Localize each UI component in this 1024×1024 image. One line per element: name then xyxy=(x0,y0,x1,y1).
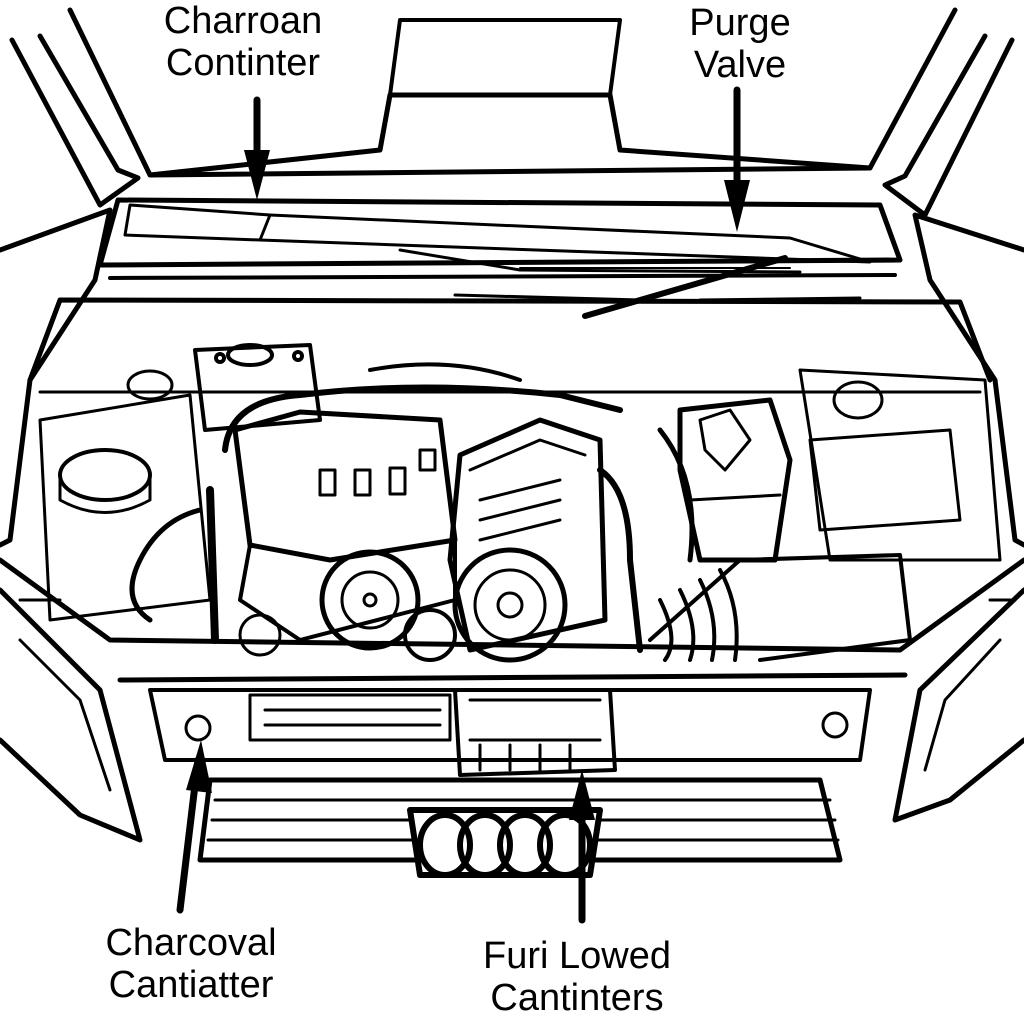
callout-top-right: Purge Valve xyxy=(650,2,830,86)
strut-tower xyxy=(193,343,322,432)
hoses xyxy=(129,362,695,653)
callout-bottom-left: Charcoval Cantiatter xyxy=(78,922,304,1006)
engine-block xyxy=(447,417,608,663)
callout-bottom-right-line2: Cantinters xyxy=(490,977,664,1019)
arrowhead-bottom-right xyxy=(569,770,595,820)
callout-bottom-left-line2: Cantiatter xyxy=(108,964,274,1006)
arrowhead-top-right xyxy=(724,180,750,232)
left-inner-wing xyxy=(0,207,212,622)
engine-cover xyxy=(232,409,458,642)
coolant-reservoir xyxy=(677,397,793,563)
callout-bottom-right-line1: Furi Lowed xyxy=(483,935,671,977)
callout-top-left: Charroan Continter xyxy=(130,0,356,84)
callout-top-right-line2: Valve xyxy=(693,44,787,86)
pulley xyxy=(238,549,457,662)
callout-bottom-left-line1: Charcoval xyxy=(105,922,277,964)
car-brand-logo-icon xyxy=(407,807,603,878)
callout-top-right-line1: Purge xyxy=(689,2,791,44)
callout-bottom-right: Furi Lowed Cantinters xyxy=(460,935,694,1019)
arrowhead-bottom-left xyxy=(186,740,212,793)
right-inner-wing xyxy=(798,212,1024,562)
intake-tube xyxy=(648,553,912,662)
callout-top-left-line2: Continter xyxy=(165,42,321,84)
arrowhead-top-left xyxy=(244,150,270,200)
hood xyxy=(9,7,1015,218)
headlights xyxy=(0,587,1024,843)
callout-top-left-line1: Charroan xyxy=(163,0,323,42)
